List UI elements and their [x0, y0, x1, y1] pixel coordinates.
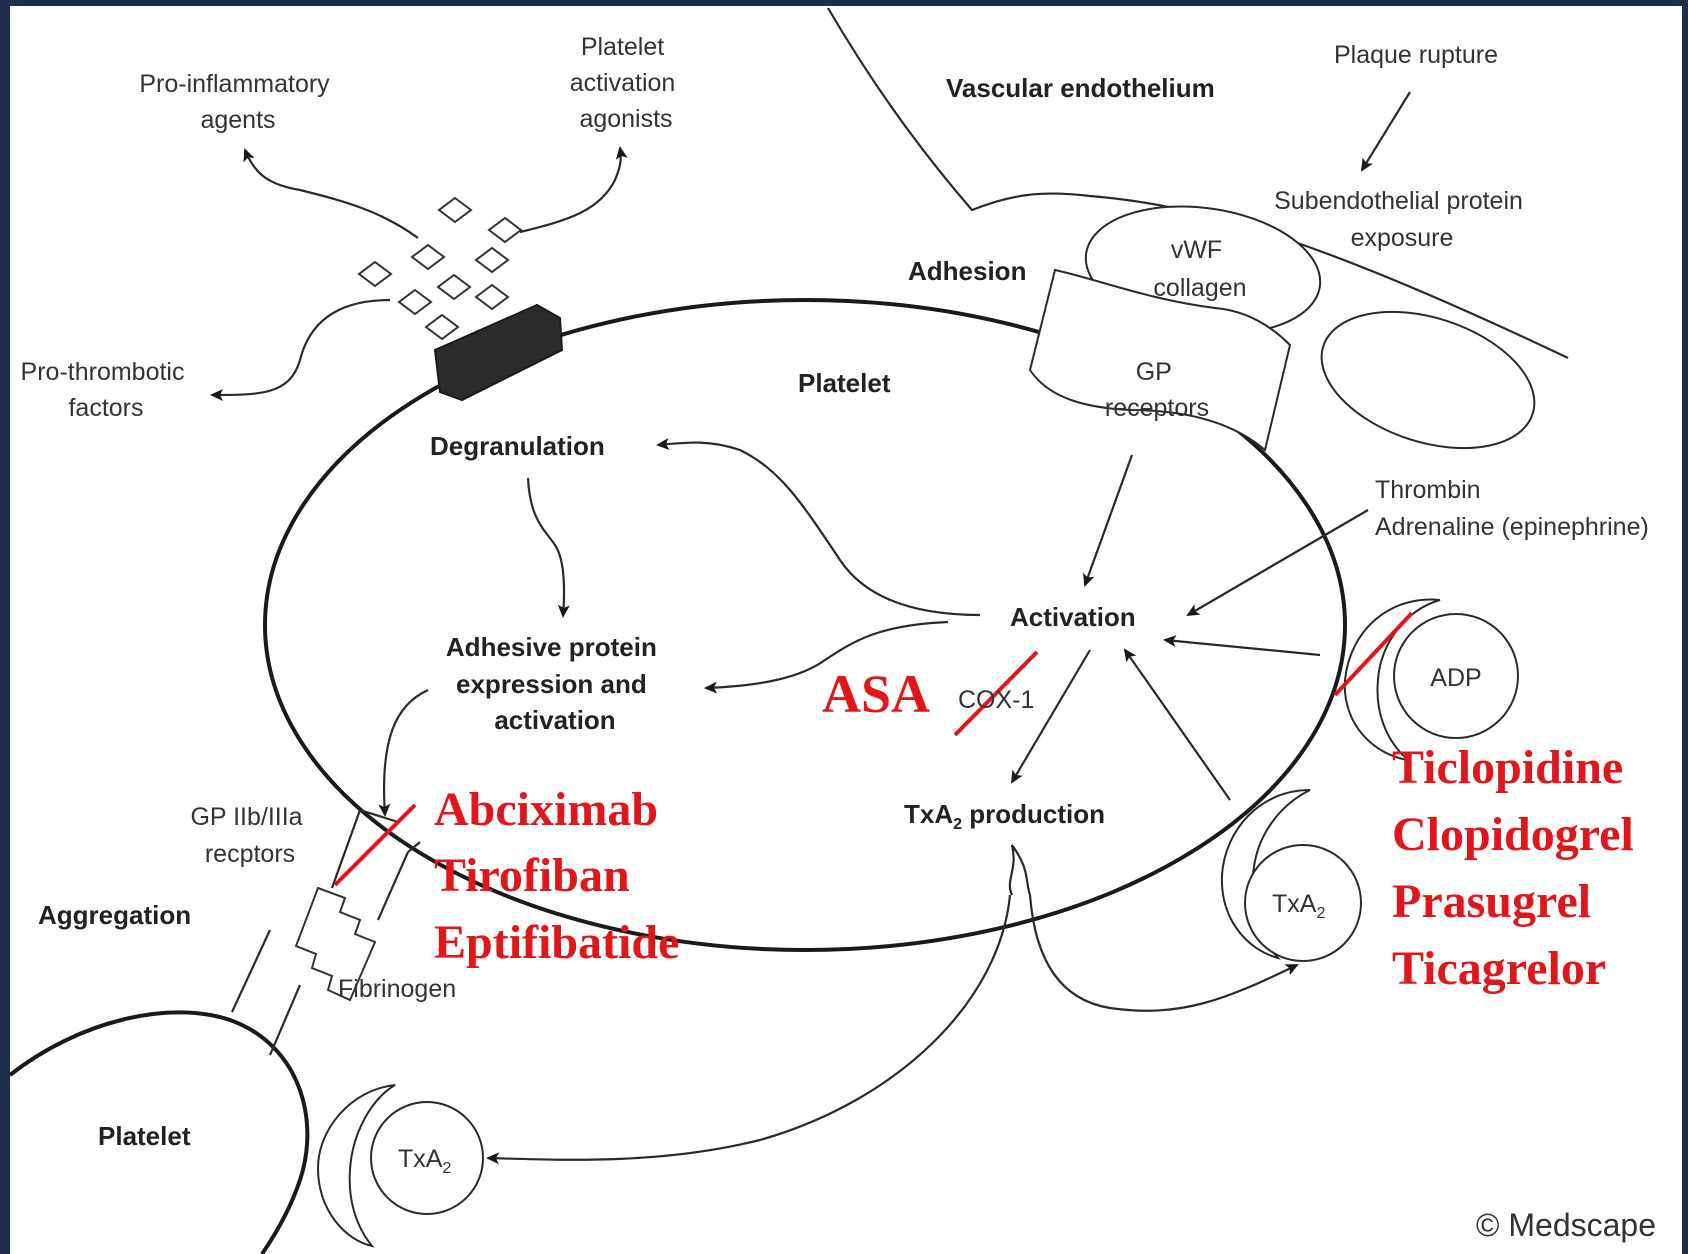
label-vascular-endothelium: Vascular endothelium [946, 73, 1215, 103]
label-platelet-main: Platelet [798, 368, 891, 398]
label-plaque-rupture: Plaque rupture [1334, 41, 1498, 69]
label-fibrinogen: Fibrinogen [338, 975, 456, 1003]
label-txa2-production: TxA2 production [904, 799, 1105, 833]
label-platelet-lower: Platelet [98, 1121, 191, 1151]
label-activation: Activation [1010, 602, 1136, 632]
label-platelet-agonists: Platelet activation agonists [570, 33, 683, 133]
label-adp: ADP [1430, 664, 1481, 692]
label-aggregation: Aggregation [38, 900, 191, 930]
copyright-label: © Medscape [1476, 1207, 1656, 1243]
label-cox1: COX-1 [958, 686, 1034, 714]
label-adhesion: Adhesion [908, 256, 1026, 286]
label-degranulation: Degranulation [430, 431, 605, 461]
drug-asa: ASA [822, 664, 930, 724]
